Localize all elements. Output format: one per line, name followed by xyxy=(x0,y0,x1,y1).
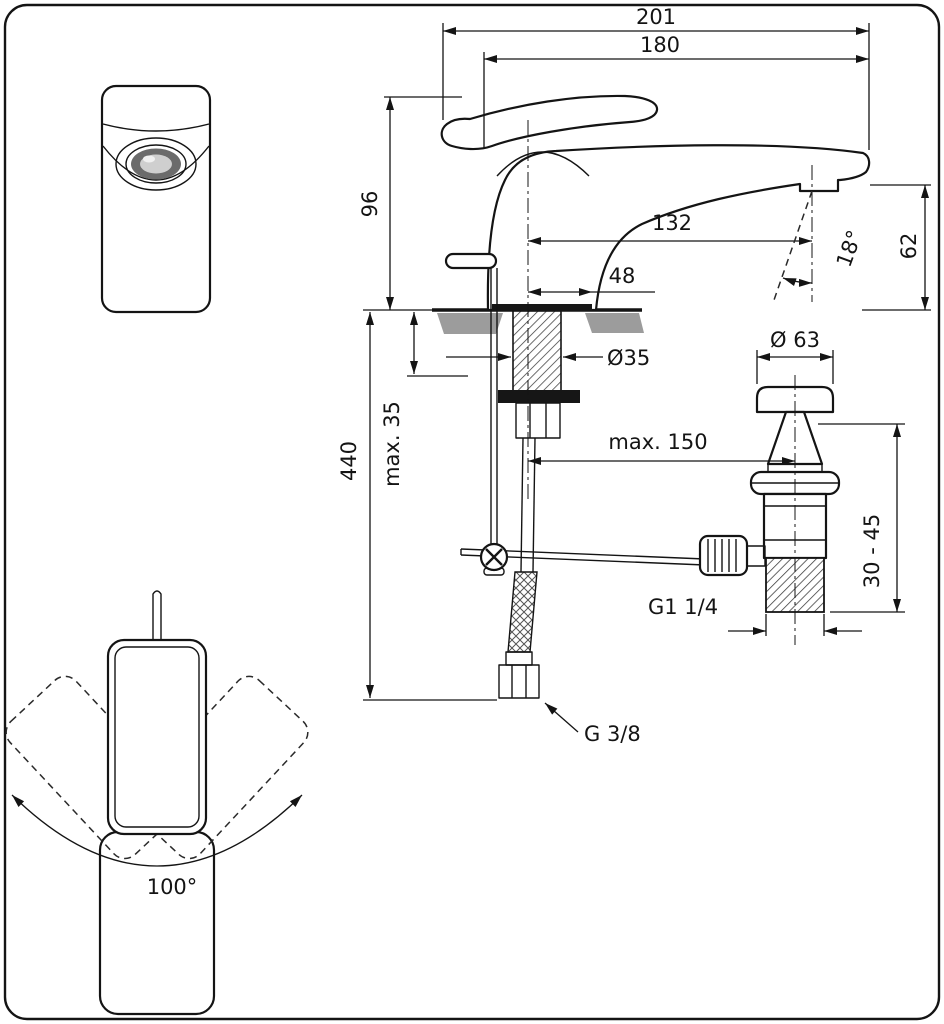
faucet-lever-handle xyxy=(440,94,659,151)
dia-63-label: Ø 63 xyxy=(770,328,820,352)
mounting-nut xyxy=(515,402,561,439)
drawing-border xyxy=(3,3,941,1021)
threaded-shank xyxy=(512,310,562,392)
base-gasket xyxy=(492,304,592,311)
dia-35: Ø35 xyxy=(446,346,650,370)
counter-section-right xyxy=(585,313,644,333)
thread-g1-14-label: G1 1/4 xyxy=(648,595,718,619)
dia-35-label: Ø35 xyxy=(607,346,650,370)
drain-adjust-knob xyxy=(698,534,749,577)
pop-up-rod-linkage xyxy=(444,252,706,576)
thread-g1-14: G1 1/4 xyxy=(648,595,862,636)
front-view xyxy=(100,84,212,314)
mounting-hardware xyxy=(498,310,580,439)
swing-angle-dimension: 100° xyxy=(11,794,303,899)
max-150: max. 150 xyxy=(528,430,795,465)
center-lines xyxy=(527,120,813,645)
dim-62-label: 62 xyxy=(897,233,921,260)
top-view-lever-tip xyxy=(152,590,162,641)
thread-g3-8-label: G 3/8 xyxy=(584,722,641,746)
dim-48: 48 xyxy=(528,264,655,296)
top-view-handle xyxy=(106,638,208,836)
max-150-label: max. 150 xyxy=(608,430,707,454)
top-view-body xyxy=(98,830,216,1016)
faucet-body-spout xyxy=(486,144,871,312)
dim-201-label: 201 xyxy=(636,5,676,29)
counter-section-left xyxy=(437,313,503,334)
dim-132-label: 132 xyxy=(652,211,692,235)
swing-angle-label: 100° xyxy=(147,875,198,899)
dim-96: 96 xyxy=(358,96,462,310)
pop-up-rod-knob xyxy=(444,252,498,270)
thread-g3-8: G 3/8 xyxy=(544,702,641,746)
dim-62: 62 xyxy=(862,184,931,311)
max-35: max. 35 xyxy=(380,312,468,487)
dia-63: Ø 63 xyxy=(756,328,834,384)
dim-180-label: 180 xyxy=(640,33,680,57)
dim-48-label: 48 xyxy=(609,264,636,288)
range-30-45-label: 30 - 45 xyxy=(860,514,884,588)
range-30-45: 30 - 45 xyxy=(818,423,905,613)
top-view: 100° xyxy=(5,590,309,1016)
max-35-label: max. 35 xyxy=(380,401,404,487)
aerator-outer-ring xyxy=(115,137,197,191)
dim-440: 440 xyxy=(337,312,497,701)
dim-180: 180 xyxy=(483,33,869,148)
clamp-washer xyxy=(498,390,580,403)
hose-nut xyxy=(498,664,540,699)
dim-440-label: 440 xyxy=(337,441,361,481)
drain-plug-cap xyxy=(755,385,835,414)
dim-132: 132 xyxy=(528,211,812,245)
dim-96-label: 96 xyxy=(358,191,382,218)
dim-201: 201 xyxy=(442,5,870,150)
side-view xyxy=(440,94,871,312)
